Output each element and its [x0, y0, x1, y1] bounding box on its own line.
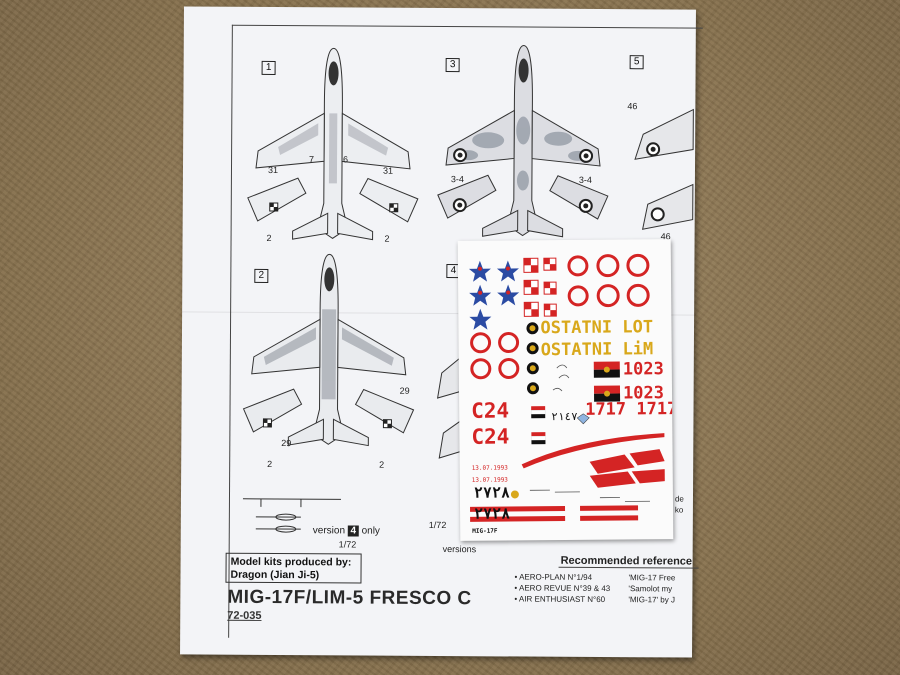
- callout-2-lower-left: 2: [267, 458, 273, 469]
- only-text: only: [361, 525, 380, 537]
- decal-1717: 1717 1717: [585, 399, 674, 420]
- decal-ostatni-lim: OSTATNI LiM: [540, 339, 654, 361]
- flag-group: [531, 361, 621, 445]
- decal-arabic-2728-b: ٢٧٢٨: [473, 504, 511, 523]
- red-swoosh: [521, 433, 665, 469]
- ref-item: • AIR ENTHUSIAST N°60: [514, 594, 606, 605]
- scale-label-a: 1/72: [338, 539, 357, 550]
- decal-brand: MIG-17F: [472, 527, 498, 535]
- edge-text: ko: [674, 505, 684, 515]
- view-number-5: 5: [629, 55, 644, 70]
- ref-item: 'MIG-17 Free: [628, 573, 676, 583]
- misc-markings: [529, 364, 650, 502]
- yellow-dot-decal: [510, 490, 519, 499]
- jet-drawing-view-1: [237, 43, 428, 254]
- callout-29-right: 29: [399, 385, 410, 396]
- callout-2-left: 2: [266, 232, 272, 243]
- callout-2-lower-right: 2: [379, 459, 385, 470]
- decal-arabic-217: ٢١٤٧: [551, 409, 578, 424]
- parts-sketch: [242, 498, 341, 533]
- jet-drawing-view-2: [233, 249, 424, 465]
- version-number-box: 4: [347, 525, 359, 537]
- callout-31-left: 31: [267, 164, 279, 176]
- decal-1023-a: 1023: [622, 359, 664, 380]
- references-heading: Recommended reference: [560, 554, 693, 568]
- references-left-list: • AERO-PLAN N°1/94 • AERO REVUE N°39 & 4…: [514, 571, 610, 605]
- callout-31-right: 31: [382, 165, 394, 176]
- edge-text: de: [674, 494, 684, 504]
- version-text: version: [312, 525, 346, 537]
- callout-3-4-left: 3-4: [450, 174, 464, 185]
- callout-3-4-right: 3-4: [578, 174, 592, 185]
- versions-label: versions: [442, 544, 477, 555]
- decal-sheet: OSTATNI LOT OSTATNI LiM 1023 1023 1717 1…: [457, 239, 674, 541]
- callout-2-right: 2: [384, 233, 390, 244]
- decal-c24-a: C24: [471, 398, 510, 423]
- kit-title: MIG-17F/LIM-5 FRESCO C: [227, 586, 472, 610]
- callout-29-left: 29: [281, 438, 292, 449]
- scale-label-b: 1/72: [428, 519, 447, 531]
- ref-item: • AERO-PLAN N°1/94: [514, 572, 593, 582]
- ref-item: • AERO REVUE N°39 & 43: [514, 583, 611, 594]
- right-edge-fragments: de ko: [675, 493, 684, 515]
- stripe-group: [470, 449, 665, 522]
- jet-drawing-view-5: [623, 89, 694, 244]
- callout-46-top: 46: [627, 101, 638, 112]
- star-insignia-group: [468, 260, 520, 330]
- roundel-group: [470, 253, 650, 380]
- decal-ostatni-lot: OSTATNI LOT: [540, 317, 654, 339]
- credit-line-1: Model kits produced by:: [230, 555, 352, 569]
- callout-6: 6: [343, 154, 349, 165]
- decal-c24-b: C24: [471, 424, 510, 449]
- ref-item: 'MIG-17' by J: [628, 595, 676, 605]
- credit-box: Model kits produced by: Dragon (Jian Ji-…: [225, 552, 362, 584]
- credit-line-2: Dragon (Jian Ji-5): [230, 568, 320, 582]
- kit-number: 72-035: [227, 609, 262, 622]
- star-roundel-group: [526, 322, 539, 395]
- decal-insignia: [468, 253, 665, 522]
- references-right-list: 'MIG-17 Free 'Samolot my 'MIG-17' by J: [628, 572, 675, 605]
- badge-decal: [576, 413, 590, 425]
- version-label: version 4 only: [313, 525, 380, 536]
- polish-checker-group: [523, 257, 557, 317]
- decal-date-a: 13.07.1993: [471, 464, 508, 472]
- ref-item: 'Samolot my: [628, 584, 673, 594]
- callout-7: 7: [309, 154, 315, 165]
- jet-drawing-view-3: [428, 40, 619, 251]
- decal-arabic-2728-a: ٢٧٢٨: [473, 483, 511, 502]
